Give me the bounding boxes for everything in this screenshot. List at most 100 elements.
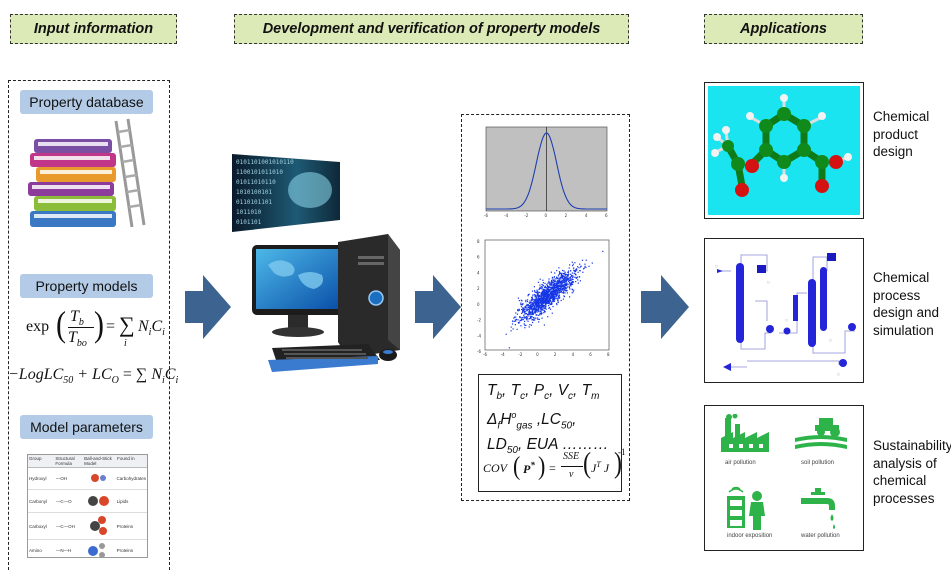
scatter-point (544, 307, 546, 310)
scatter-point (551, 312, 553, 314)
scatter-point (550, 296, 552, 298)
bell-tick-label: 6 (605, 213, 608, 218)
scatter-point (530, 308, 532, 310)
scatter-point (563, 286, 565, 288)
scatter-point (559, 278, 561, 280)
scatter-point (555, 294, 557, 297)
scatter-point (547, 302, 549, 304)
scatter-point (557, 277, 559, 279)
equation-toxicity: −LogLC50 + LCO = ∑ NiCi (8, 366, 179, 387)
scatter-point (543, 296, 545, 298)
scatter-point (549, 288, 551, 290)
scatter-point (575, 268, 577, 271)
scatter-point (571, 288, 573, 290)
scatter-point (531, 303, 533, 305)
scatter-point (542, 297, 544, 299)
scatter-point (557, 301, 559, 304)
arrow-right-icon (641, 275, 689, 339)
scatter-point (566, 279, 568, 281)
scatter-point (543, 290, 545, 292)
scatter-point (537, 300, 540, 302)
scatter-point (529, 306, 531, 308)
scatter-point (563, 285, 565, 287)
scatter-point (553, 282, 555, 284)
scatter-point (553, 282, 555, 285)
sustainability-frame: air pollution soil pollution indoor expo… (704, 405, 864, 551)
scatter-point (536, 300, 538, 302)
scatter-point (566, 274, 568, 276)
scatter-point (519, 319, 521, 321)
scatter-point (564, 292, 566, 294)
scatter-point (543, 301, 545, 303)
scatter-point (571, 282, 573, 284)
scatter-point (535, 303, 537, 305)
scatter-point (548, 300, 550, 302)
scatter-point (524, 320, 526, 322)
scatter-point (535, 300, 537, 302)
scatter-point (548, 289, 550, 291)
covariance-equation: COV ( P* ) = SSE v ( JT J ) -1 (483, 447, 626, 481)
scatter-point (533, 286, 535, 288)
scatter-point (529, 311, 531, 313)
scatter-point (532, 303, 534, 305)
scatter-point (565, 283, 567, 285)
scatter-point (572, 275, 574, 277)
scatter-point (569, 276, 571, 278)
scatter-point (550, 289, 552, 291)
scatter-point (551, 284, 553, 286)
scatter-point (564, 286, 566, 288)
svg-text:▢: ▢ (715, 264, 718, 268)
scatter-point (570, 274, 573, 276)
scatter-point (561, 292, 563, 294)
scatter-point (533, 303, 535, 305)
scatter-point (542, 302, 544, 304)
scatter-point (549, 303, 551, 305)
scatter-point (567, 286, 569, 288)
scatter-point (562, 288, 564, 291)
scatter-point (535, 306, 537, 308)
scatter-point (541, 304, 543, 306)
scatter-point (560, 299, 562, 302)
scatter-point (531, 306, 533, 308)
scatter-point (526, 317, 528, 319)
scatter-point (567, 275, 569, 277)
scatter-point (534, 317, 536, 319)
scatter-point (544, 311, 546, 313)
scatter-point (545, 294, 547, 296)
scatter-point (529, 308, 531, 310)
scatter-point (537, 303, 539, 305)
air-pollution-label: air pollution (725, 460, 756, 466)
scatter-point (558, 273, 560, 276)
scatter-point (576, 276, 578, 278)
scatter-point (567, 271, 569, 273)
scatter-point (566, 287, 568, 289)
scatter-point (557, 275, 559, 277)
scatter-point (548, 297, 550, 299)
scatter-point (521, 308, 523, 311)
scatter-point (547, 296, 549, 298)
scatter-point (535, 311, 537, 313)
scatter-point (541, 308, 543, 310)
properties-box: Tb, Tc, Pc, Vc, Tm ΔfHogas ,LC50, LD50, … (478, 374, 626, 492)
scatter-point (567, 279, 569, 281)
scatter-point (556, 286, 558, 288)
scatter-y-tick-label: -2 (477, 318, 481, 323)
svg-text:01011010110: 01011010110 (236, 179, 276, 186)
scatter-point (556, 270, 558, 272)
scatter-point (524, 306, 526, 308)
scatter-point (585, 266, 587, 269)
equation-boiling-point: exp ( Tb Tbo ) = ∑ i NiCi (26, 304, 165, 350)
scatter-point (571, 281, 573, 284)
scatter-point (523, 316, 525, 318)
scatter-point (544, 300, 547, 302)
scatter-point (513, 317, 515, 319)
scatter-point (542, 289, 544, 291)
bell-tick-label: 2 (565, 213, 568, 218)
scatter-point (558, 271, 561, 273)
scatter-point (536, 310, 538, 312)
scatter-point (538, 318, 540, 320)
scatter-point (544, 302, 546, 305)
scatter-point (548, 295, 550, 297)
scatter-point (546, 291, 548, 293)
scatter-point (542, 282, 544, 284)
